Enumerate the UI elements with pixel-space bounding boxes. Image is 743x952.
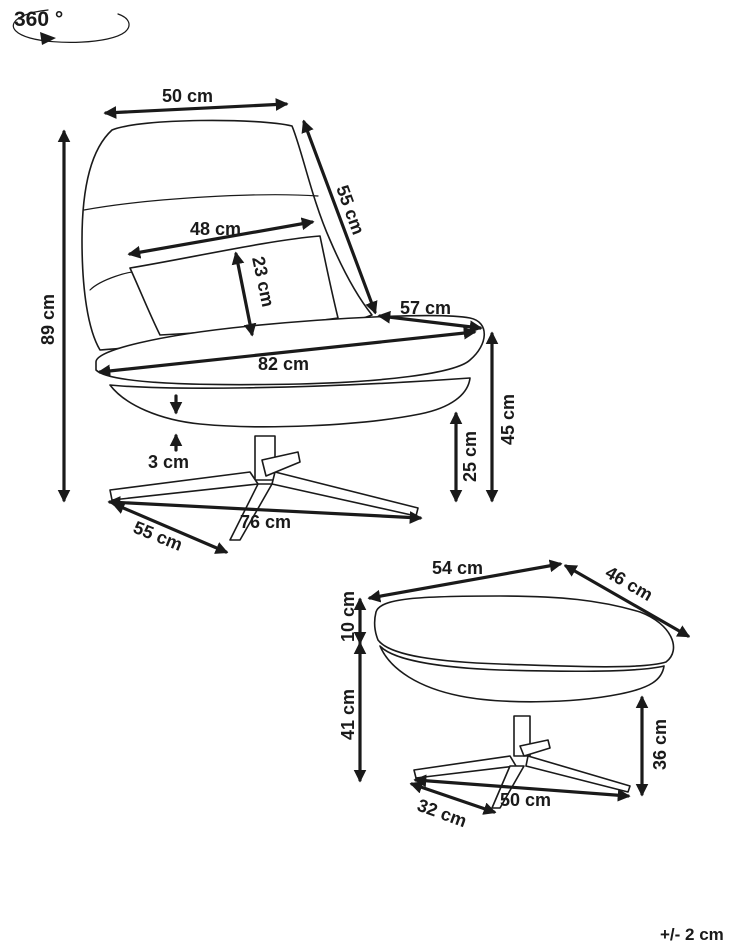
dim-ottoman-top-thickness: 10 cm [338,591,358,642]
dim-total-height: 89 cm [38,294,58,345]
dim-base-width: 76 cm [240,512,291,532]
ottoman-base-legs [413,755,517,779]
dim-ottoman-width: 54 cm [432,558,483,578]
dim-seat-height: 45 cm [498,394,518,445]
dim-seat-width: 82 cm [258,354,309,374]
dim-ottoman-base-height: 36 cm [650,719,670,770]
rotation-label: 360 ° [14,8,63,31]
dim-ottoman-depth: 46 cm [602,562,656,605]
dim-pillow-width: 48 cm [190,219,241,239]
rotation-badge: 360 ° [12,8,130,45]
ottoman-drawing [373,595,675,809]
chair-base-shell [109,377,471,428]
dim-ottoman-total-height: 41 cm [338,689,358,740]
rotation-arrow-icon [12,9,130,43]
ottoman-top [373,595,675,668]
chair-base-legs [109,471,259,501]
armchair-drawing [81,119,485,541]
dim-cushion-thickness: 3 cm [148,452,189,472]
dim-backrest-width: 50 cm [162,86,213,106]
ottoman-body [379,645,665,703]
dim-ottoman-base-width: 50 cm [500,790,551,810]
tolerance-note: +/- 2 cm [660,925,724,944]
dim-base-height: 25 cm [460,431,480,482]
dim-seat-depth: 57 cm [400,298,451,318]
